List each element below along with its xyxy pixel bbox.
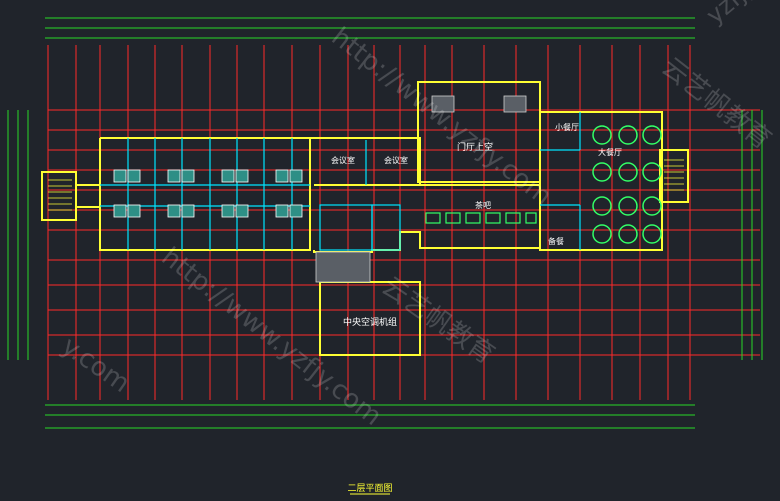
- tea-bar-seating: [425, 212, 537, 224]
- west-stair-enclosure: [41, 171, 77, 221]
- room-label-prep: 备餐: [548, 236, 564, 246]
- room-label-large-dining: 大餐厅: [598, 147, 622, 157]
- room-label-lobby-void: 门厅上空: [457, 141, 493, 153]
- dining-tables: [592, 125, 662, 244]
- building-walls: [41, 81, 689, 356]
- hatched-areas: [315, 95, 527, 283]
- room-label-hvac: 中央空调机组: [343, 316, 397, 328]
- stair-treads: [48, 159, 684, 211]
- dimension-lines: [7, 17, 763, 429]
- room-label-tea-bar: 茶吧: [475, 200, 491, 210]
- lobby-void-outline: [417, 81, 541, 183]
- room-label-meeting-a: 会议室: [331, 155, 355, 165]
- drawing-title: 二层平面图: [347, 483, 392, 494]
- restroom-fixtures: [113, 169, 303, 218]
- room-label-small-dining: 小餐厅: [555, 123, 579, 132]
- room-label-meeting-b: 会议室: [384, 155, 408, 165]
